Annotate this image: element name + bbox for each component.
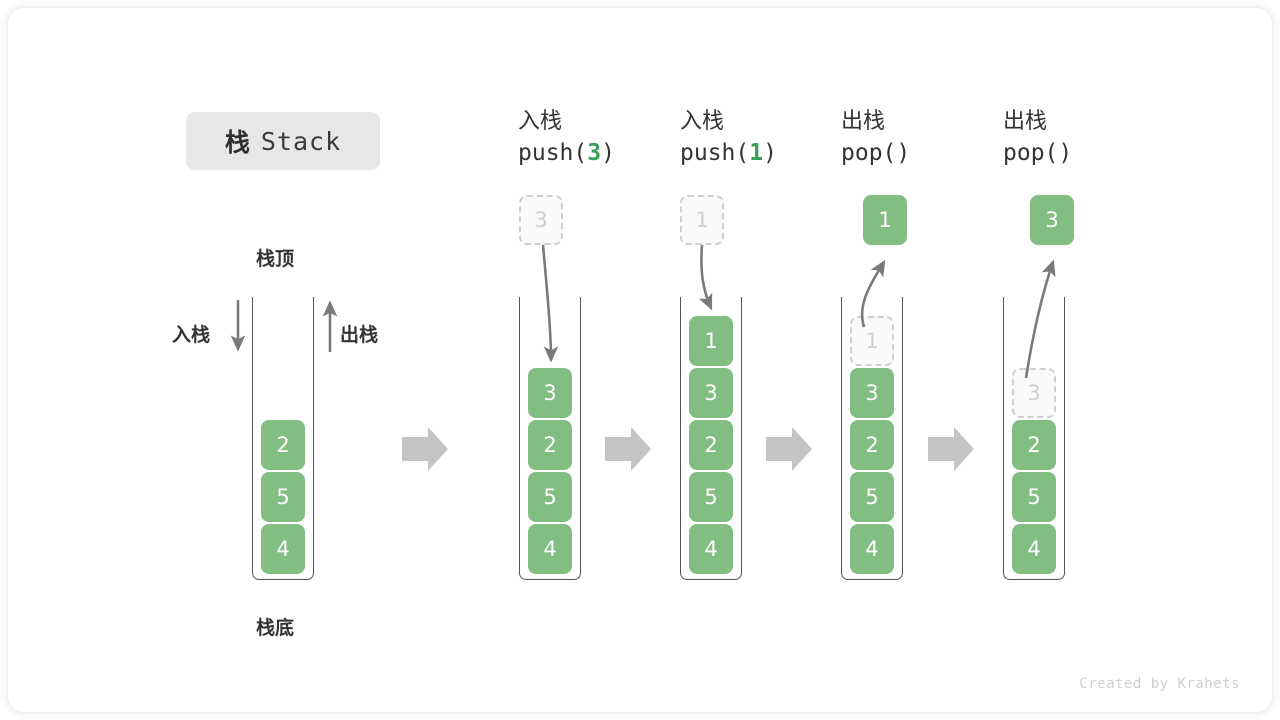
stack-cell: 5 [261, 472, 305, 522]
stack-cell: 2 [261, 420, 305, 470]
code-arg: 1 [749, 140, 764, 166]
stack-cell-ghost: 1 [850, 316, 894, 366]
watermark: Created by Krahets [1079, 676, 1240, 692]
stack-cell: 4 [689, 524, 733, 574]
stack-cell: 5 [528, 472, 572, 522]
column-header-label-cn: 入栈 [680, 109, 725, 134]
floating-cell-push1: 1 [680, 195, 724, 245]
column-header-label-cn: 入栈 [518, 109, 563, 134]
title-en: Stack [260, 126, 342, 156]
stack-cells-push1: 1 3 2 5 4 [681, 316, 741, 576]
stack-container-pop1: 1 3 2 5 4 [841, 297, 903, 580]
stack-container-push3: 3 2 5 4 [519, 297, 581, 580]
floating-cell-pop1: 1 [863, 195, 907, 245]
stack-container-push1: 1 3 2 5 4 [680, 297, 742, 580]
stack-cell: 5 [850, 472, 894, 522]
stack-cells-pop1: 1 3 2 5 4 [842, 316, 902, 576]
column-header-pop3: 出栈 pop() [1003, 108, 1183, 170]
stack-cells-pop3: 3 2 5 4 [1004, 368, 1064, 576]
stack-container-initial: 2 5 4 [252, 297, 314, 580]
stack-cell: 2 [689, 420, 733, 470]
column-header-pop1: 出栈 pop() [841, 108, 1021, 170]
stack-cell: 3 [528, 368, 572, 418]
stack-cell: 4 [1012, 524, 1056, 574]
stack-cell: 2 [1012, 420, 1056, 470]
stack-container-pop3: 3 2 5 4 [1003, 297, 1065, 580]
stack-cells-push3: 3 2 5 4 [520, 368, 580, 576]
title-cn: 栈 [224, 128, 250, 157]
stack-cell: 2 [850, 420, 894, 470]
stack-cell: 2 [528, 420, 572, 470]
stack-cell: 5 [689, 472, 733, 522]
stack-cell: 3 [689, 368, 733, 418]
stack-cells-initial: 2 5 4 [253, 420, 313, 576]
column-header-code: pop() [841, 140, 911, 166]
diagram-title: 栈 Stack [186, 112, 380, 170]
floating-cell-push3: 3 [519, 195, 563, 245]
column-header-label-cn: 出栈 [841, 109, 886, 134]
label-stack-bottom: 栈底 [256, 617, 295, 639]
stack-cell: 4 [850, 524, 894, 574]
column-header-code: pop() [1003, 140, 1073, 166]
stack-cell-ghost: 3 [1012, 368, 1056, 418]
stack-cell: 5 [1012, 472, 1056, 522]
column-header-push3: 入栈 push(3) [518, 108, 698, 170]
column-header-push1: 入栈 push(1) [680, 108, 860, 170]
column-header-code: push(1) [680, 140, 777, 166]
column-header-label-cn: 出栈 [1003, 109, 1048, 134]
label-stack-top: 栈顶 [256, 248, 295, 270]
column-header-code: push(3) [518, 140, 615, 166]
stack-cell: 4 [528, 524, 572, 574]
stack-cell: 4 [261, 524, 305, 574]
stack-cell: 1 [689, 316, 733, 366]
label-push: 入栈 [172, 324, 211, 346]
stack-cell: 3 [850, 368, 894, 418]
floating-cell-pop3: 3 [1030, 195, 1074, 245]
code-arg: 3 [587, 140, 602, 166]
label-pop: 出栈 [340, 324, 379, 346]
